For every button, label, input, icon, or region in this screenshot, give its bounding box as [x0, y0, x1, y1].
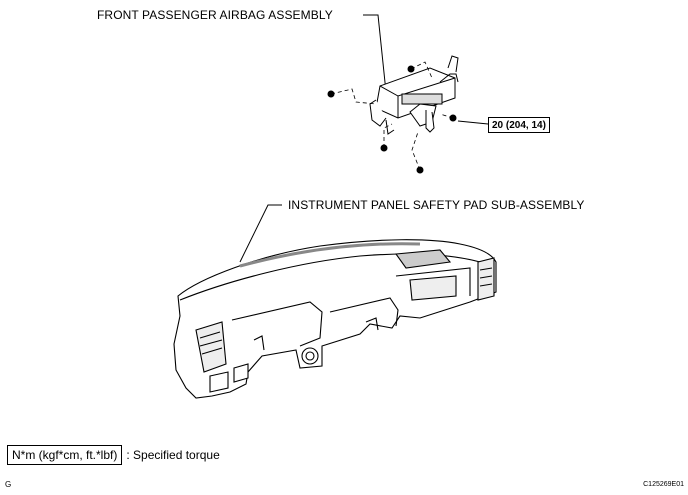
airbag-assembly-label: FRONT PASSENGER AIRBAG ASSEMBLY [97, 8, 333, 22]
figure-code: C125269E01 [643, 481, 684, 488]
instrument-panel-pad [173, 239, 497, 399]
safety-pad-label: INSTRUMENT PANEL SAFETY PAD SUB-ASSEMBLY [288, 198, 585, 212]
airbag-assembly [369, 55, 459, 135]
legend-text: : Specified torque [126, 448, 220, 462]
legend-unit-box: N*m (kgf*cm, ft.*lbf) [7, 445, 123, 465]
leader-lines [239, 14, 489, 263]
torque-value-box: 20 (204, 14) [488, 117, 550, 133]
torque-legend: N*m (kgf*cm, ft.*lbf) : Specified torque [7, 445, 220, 465]
torque-leader [457, 120, 489, 125]
section-mark: G [5, 480, 12, 489]
pad-leader [239, 204, 282, 263]
dashed-guides [330, 61, 454, 171]
airbag-leader [363, 14, 387, 93]
